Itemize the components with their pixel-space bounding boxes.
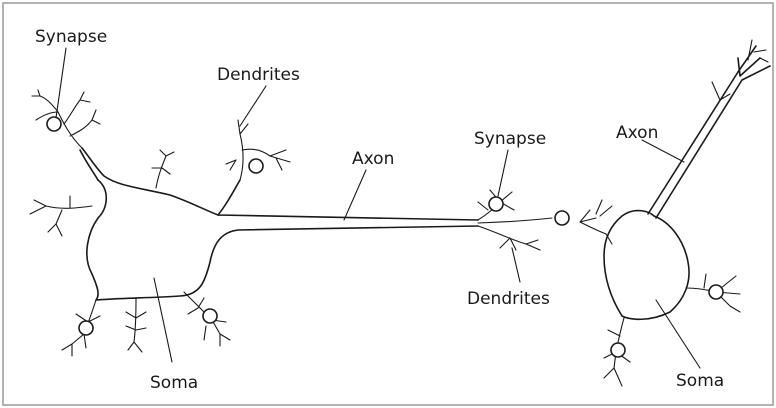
left-synapse-terminal-top bbox=[47, 117, 61, 131]
right-synapse-terminal-bottom-left bbox=[611, 343, 625, 357]
labels: Synapse Dendrites Axon Synapse Axon Dend… bbox=[35, 27, 724, 393]
label-dendrites-middle: Dendrites bbox=[467, 289, 550, 309]
axon-terminal bbox=[478, 190, 552, 250]
left-dendrite-bottom-middle bbox=[126, 298, 146, 352]
right-axon bbox=[648, 46, 770, 218]
label-axon-right: Axon bbox=[616, 123, 658, 143]
left-soma-outline bbox=[82, 148, 478, 300]
right-neuron bbox=[555, 40, 770, 386]
axon-terminal-branches bbox=[478, 190, 552, 250]
leader-dendrites-left bbox=[240, 86, 266, 126]
left-synapse-terminal-right bbox=[249, 159, 263, 173]
left-neuron bbox=[30, 90, 478, 356]
left-dendrite-top-left bbox=[32, 90, 100, 148]
left-dendrite-top-middle bbox=[152, 150, 174, 188]
label-synapse-left: Synapse bbox=[35, 27, 107, 47]
leader-dendrites-middle bbox=[512, 248, 520, 282]
leader-axon-middle bbox=[344, 170, 366, 220]
label-soma-left: Soma bbox=[150, 373, 198, 393]
leader-axon-right bbox=[642, 140, 684, 162]
label-synapse-right: Synapse bbox=[474, 129, 546, 149]
label-axon-middle: Axon bbox=[352, 149, 394, 169]
left-synapse-terminal-bottom-left bbox=[79, 321, 93, 335]
left-dendrite-left-side bbox=[30, 196, 92, 236]
leader-synapse-left bbox=[56, 48, 66, 118]
right-soma-outline bbox=[604, 211, 689, 320]
leader-soma-left bbox=[154, 278, 172, 362]
label-dendrites-left: Dendrites bbox=[217, 65, 300, 85]
right-synapse-terminal-bottom-right bbox=[709, 285, 723, 299]
left-synapse-terminal-bottom-right bbox=[203, 309, 217, 323]
leader-lines bbox=[56, 48, 700, 368]
synapse-terminal-middle bbox=[489, 197, 503, 211]
leader-soma-right bbox=[656, 300, 700, 368]
diagram-frame bbox=[3, 3, 773, 405]
leader-synapse-right bbox=[498, 150, 508, 196]
right-synapse-terminal-left bbox=[555, 211, 569, 225]
label-soma-right: Soma bbox=[676, 371, 724, 391]
